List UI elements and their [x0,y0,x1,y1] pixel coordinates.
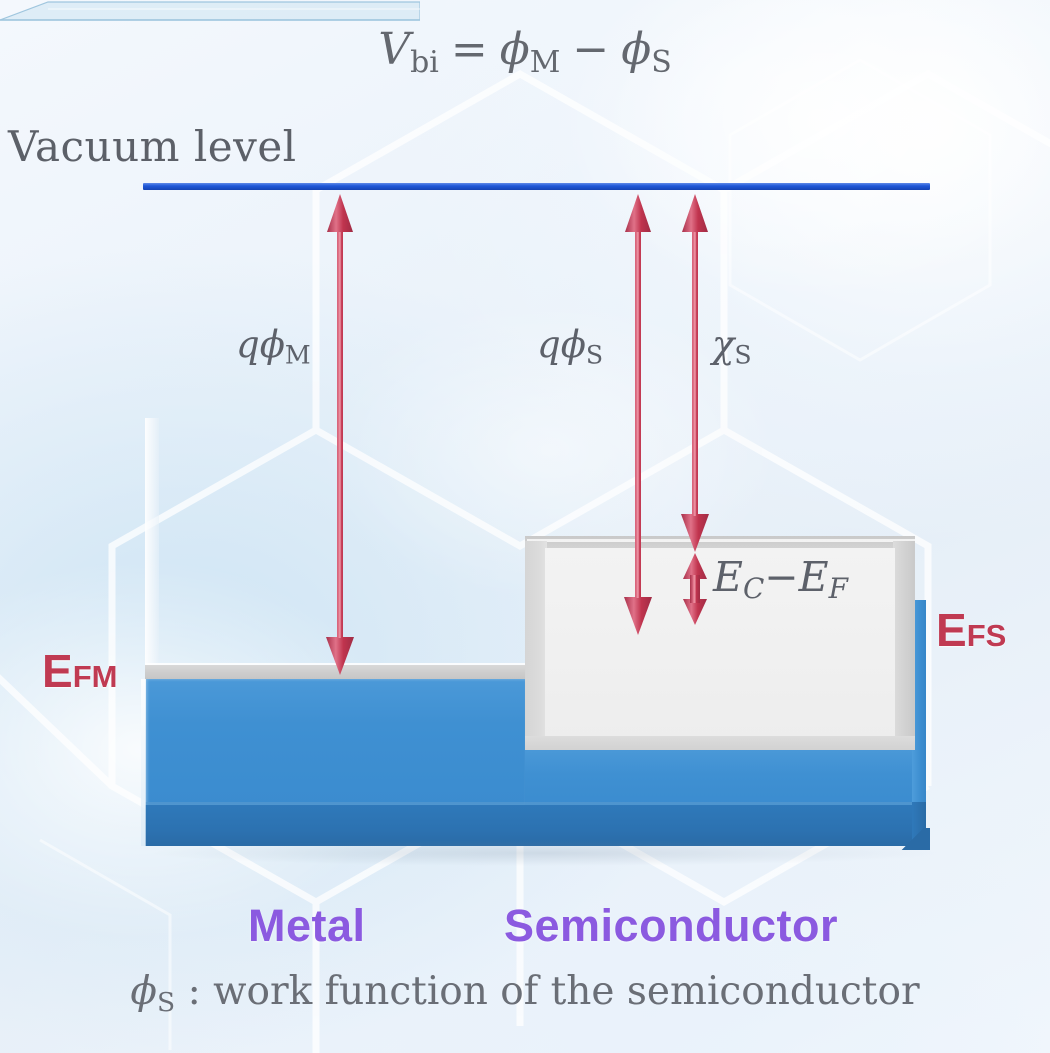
caption-phi-sub: S [157,986,176,1018]
metal-left-edge [141,679,146,846]
vacuum-level-line [143,183,930,190]
semiconductor-gap-right-face [893,541,915,748]
label-chi-symbol: χ [712,323,735,366]
title-phi-m-subscript: M [529,44,561,80]
arrow-electron-affinity [678,192,712,554]
caption: ϕS : work function of the semiconductor [0,972,1050,1016]
label-fermi-semiconductor: EFS [936,607,1006,653]
semiconductor-valence-body [525,748,915,807]
label-semiconductor-work-function: qϕS [537,326,603,368]
label-phi-metal-sub: M [284,340,311,370]
semiconductor-gap-bottom-face [525,736,915,750]
metal-body [145,679,525,807]
title-phi-s-symbol: ϕ [621,24,652,75]
label-efs-e: E [936,604,967,656]
label-phi-semi-sub: S [585,340,604,370]
title-phi-m-symbol: ϕ [499,24,530,75]
caption-phi-symbol: ϕ [130,969,157,1014]
metal-back-wall [145,418,159,666]
label-ef-symbol: E [798,553,829,601]
label-chi-sub: S [734,340,752,370]
label-efs-sub: FS [966,618,1007,653]
semiconductor-fermi-plane [0,0,420,26]
label-phi-metal: ϕ [259,323,285,366]
label-ef-sub: F [828,572,848,606]
label-metal-work-function: qϕM [236,326,311,368]
semiconductor-valence-bottom [525,805,915,846]
label-efm-sub: FM [72,659,118,694]
label-q-semi: q [537,323,561,366]
title-vbi-subscript: bi [410,44,439,80]
label-phi-semi: ϕ [560,323,586,366]
label-fermi-metal: EFM [42,648,117,694]
arrow-ec-minus-ef [680,553,710,625]
vacuum-level-label: Vacuum level [8,122,297,171]
semiconductor-right-edge [912,600,926,806]
title-equals: = [450,24,488,75]
arrow-semiconductor-work-function [621,192,655,637]
semiconductor-gap-left-face [525,541,547,748]
title-phi-s-subscript: S [651,44,672,80]
label-ec-sub: C [742,572,765,606]
metal-body-bottom [145,805,525,846]
label-material-semiconductor: Semiconductor [504,900,839,951]
caption-text: : work function of the semiconductor [187,969,920,1014]
metal-surface [145,665,525,679]
label-efm-e: E [42,645,73,697]
semiconductor-bandgap [545,548,895,740]
title-minus: − [572,24,610,75]
title-vbi-symbol: V [378,24,411,75]
title-equation: Vbi=ϕM−ϕS [0,28,1050,78]
label-ec-symbol: E [713,553,743,601]
arrow-metal-work-function [323,192,357,677]
label-q-metal: q [236,323,260,366]
label-material-metal: Metal [248,900,366,951]
metal-body-bevel [145,802,525,807]
semiconductor-valence-bevel [525,802,915,807]
semiconductor-gap-top-highlight [527,539,915,542]
label-ecef-dash: − [764,553,799,601]
label-ec-minus-ef: EC−EF [713,557,848,603]
metal-surface-highlight [145,663,525,666]
semiconductor-corner-chamfer [900,828,930,850]
label-electron-affinity: χS [712,326,752,368]
